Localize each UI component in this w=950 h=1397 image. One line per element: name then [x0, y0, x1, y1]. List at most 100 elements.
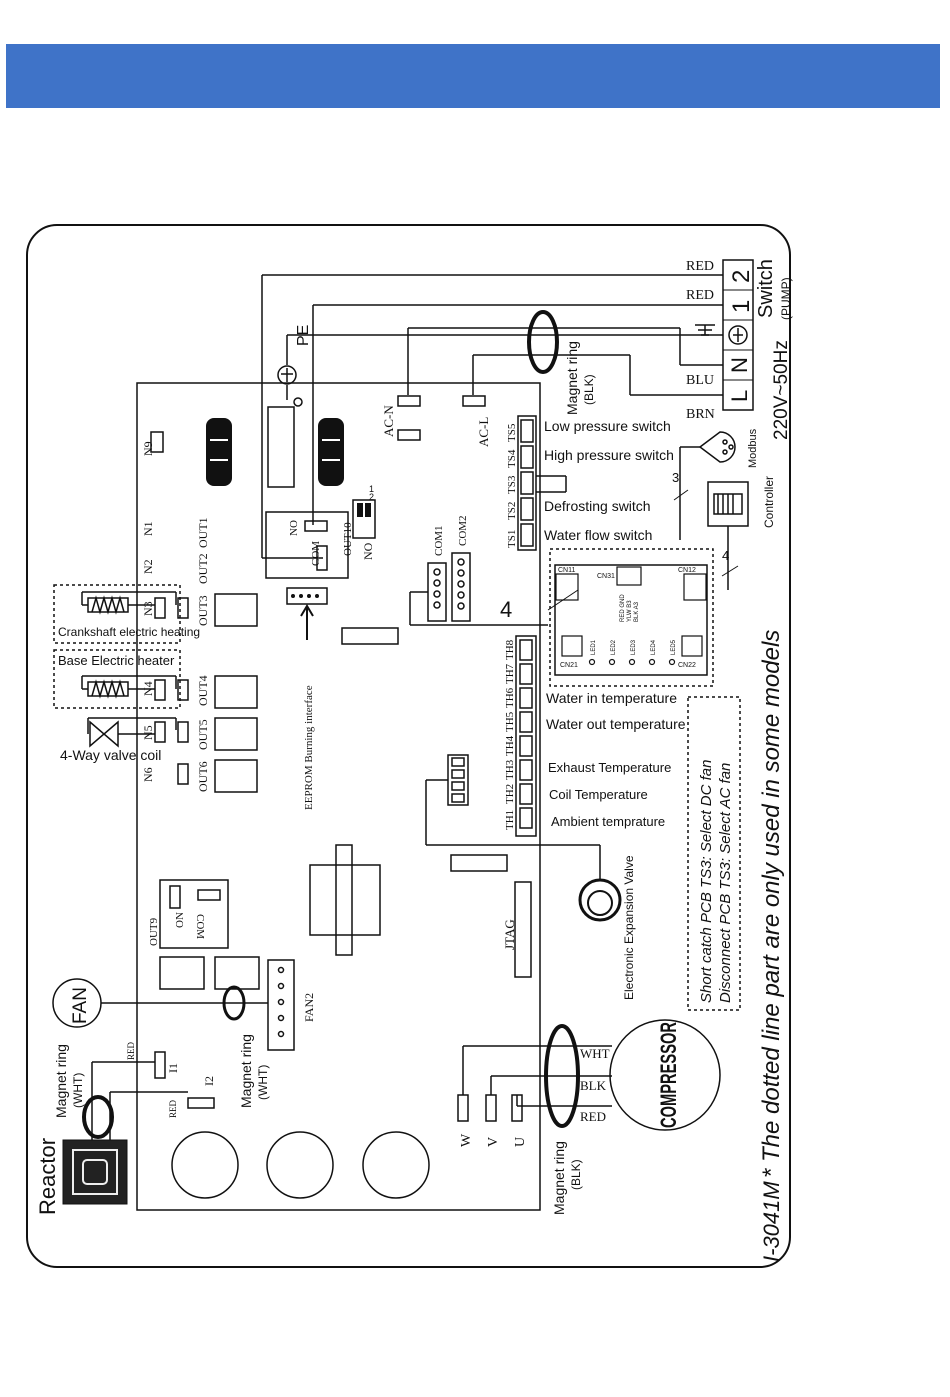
- th4-label: TH4: [504, 735, 516, 756]
- ts-connectors: [517, 415, 567, 551]
- fan-label: FAN: [70, 987, 91, 1024]
- power-terminal: 2 1 N L: [722, 259, 755, 411]
- terminal-l: L: [727, 390, 752, 402]
- wire-red-1: RED: [686, 259, 714, 274]
- out5-label: OUT5: [196, 719, 210, 750]
- ts3-label: TS3: [506, 475, 518, 494]
- pins-label-3: BLK A3: [634, 601, 640, 622]
- led3-label: LED3: [631, 639, 637, 655]
- th7-label: TH7: [504, 663, 516, 684]
- out4-label: OUT4: [196, 675, 210, 706]
- ts1-label: TS1: [506, 530, 518, 548]
- main-pcb: [136, 382, 541, 1211]
- capacitors: [171, 1131, 430, 1199]
- n1-label: N1: [141, 521, 155, 536]
- wire-count-4b: 4: [722, 548, 729, 563]
- base-heater-outline: [53, 649, 181, 709]
- wire-count-3: 3: [672, 470, 679, 485]
- dip-1-label: 1: [369, 484, 374, 494]
- cn22-label: CN22: [678, 662, 696, 669]
- low-pressure-switch-label: Low pressure switch: [544, 418, 671, 434]
- red-i1-label: RED: [126, 1041, 136, 1060]
- magnet-ring-fan-icon: [222, 985, 246, 1021]
- out2-label: OUT2: [196, 553, 210, 584]
- high-pressure-switch-label: High pressure switch: [544, 447, 674, 463]
- ferrite-bead-icon: [206, 418, 344, 486]
- pump-label: (PUMP): [779, 277, 793, 320]
- out9-com-label: COM: [194, 914, 206, 939]
- base-heater-icon: [81, 675, 177, 699]
- th3-label: TH3: [504, 759, 516, 780]
- magnet-ring-top-icon: [527, 310, 559, 374]
- voltage-label: 220V~50Hz: [771, 340, 792, 440]
- led5-label: LED5: [671, 639, 677, 655]
- header-banner: [6, 44, 940, 108]
- pins-label-1: RED GND: [620, 594, 626, 622]
- led2-label: LED2: [611, 639, 617, 655]
- switch-terminal-1: 1: [728, 300, 755, 313]
- fan2-connector: [267, 959, 295, 1051]
- led1-label: LED1: [591, 639, 597, 655]
- ts5-label: TS5: [506, 423, 518, 442]
- terminal-n: N: [727, 357, 752, 373]
- ts2-label: TS2: [506, 502, 518, 520]
- out9-on-label: ON: [174, 912, 186, 928]
- water-flow-switch-label: Water flow switch: [544, 527, 652, 543]
- red-i2-label: RED: [168, 1099, 178, 1118]
- modbus-connector-icon: [679, 431, 736, 540]
- u-label: U: [513, 1137, 528, 1147]
- magnet-ring-top-color: (BLK): [582, 374, 596, 405]
- water-in-temp-label: Water in temperature: [546, 690, 677, 706]
- out3-label: OUT3: [196, 595, 210, 626]
- eev-icon: [578, 878, 622, 922]
- compressor-icon: [609, 1019, 721, 1131]
- magnet-ring-fan-label: Magnet ring: [238, 1034, 254, 1108]
- cn31-label: CN31: [597, 573, 615, 580]
- th6-label: TH6: [504, 687, 516, 708]
- out1-label: OUT1: [196, 517, 210, 548]
- sub-board: [554, 564, 708, 676]
- center-components: [309, 844, 532, 978]
- switch-label: Switch: [755, 259, 777, 318]
- dotted-note: * The dotted line part are only used in …: [758, 630, 785, 1178]
- wire-count-4a: 4: [500, 597, 512, 622]
- ac-l-label: AC-L: [476, 417, 491, 447]
- crankshaft-heater-outline: [53, 584, 181, 644]
- model-label: I-3041M: [759, 1181, 784, 1262]
- i2-label: I2: [202, 1076, 216, 1086]
- coil-temp-label: Coil Temperature: [549, 787, 648, 802]
- comp-wire-red: RED: [580, 1109, 606, 1124]
- led4-label: LED4: [651, 639, 657, 655]
- n9-label: N9: [141, 441, 155, 456]
- com-connectors: [409, 552, 548, 626]
- wire-red-2: RED: [686, 288, 714, 303]
- diagram-frame: [26, 224, 791, 1268]
- magnet-ring-reactor-label: Magnet ring: [53, 1044, 69, 1118]
- w-label: W: [459, 1133, 474, 1147]
- wire-blu: BLU: [686, 373, 714, 388]
- th-connectors: [515, 635, 537, 837]
- compressor-label: COMPRESSOR: [656, 1022, 681, 1128]
- ambient-temp-label: Ambient temprature: [551, 814, 665, 829]
- ground-terminal-icon: [728, 325, 748, 345]
- out10-label: OUT10: [342, 522, 354, 556]
- th1-label: TH1: [504, 810, 516, 830]
- eeprom-label: EEPROM Burning interface: [303, 685, 315, 810]
- wire-brn: BRN: [686, 407, 715, 422]
- defrosting-switch-label: Defrosting switch: [544, 498, 651, 514]
- magnet-ring-comp-icon: [544, 1024, 580, 1128]
- relay-com-label: COM: [310, 541, 322, 566]
- modbus-label: Modbus: [747, 428, 759, 468]
- base-heater-label: Base Electric heater: [58, 653, 175, 668]
- power-wires: [261, 274, 723, 559]
- note-1: Short catch PCB TS3: Select DC fan: [698, 760, 715, 1003]
- magnet-ring-fan-color: (WHT): [256, 1065, 270, 1100]
- out6-label: OUT6: [196, 761, 210, 792]
- valve-coil-icon: [87, 717, 177, 748]
- reactor-label: Reactor: [35, 1138, 60, 1215]
- n3-label: N3: [141, 601, 155, 616]
- cn12-label: CN12: [678, 567, 696, 574]
- th2-label: TH2: [504, 784, 516, 804]
- crankshaft-heater-icon: [81, 591, 177, 615]
